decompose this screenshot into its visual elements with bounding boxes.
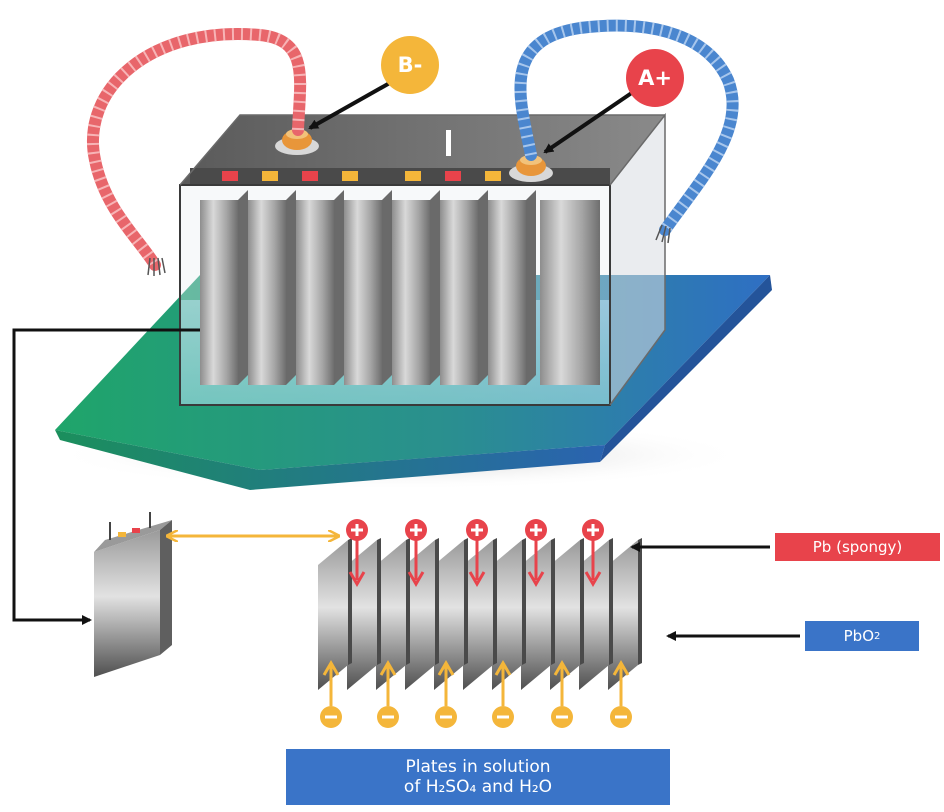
wire-strands-left <box>147 257 166 276</box>
positive-terminal-label: A+ <box>638 66 672 90</box>
spongy-lead-label: Pb (spongy) <box>812 538 903 556</box>
plus-circle-icon <box>346 519 368 587</box>
plate <box>347 538 381 690</box>
battery-plates <box>190 130 610 385</box>
lead-dioxide-subscript: 2 <box>874 630 881 642</box>
plate-set <box>318 538 642 690</box>
plus-circle-icon <box>405 519 427 587</box>
plate <box>608 538 642 690</box>
positive-terminal-badge: A+ <box>626 49 684 107</box>
plate <box>405 538 439 690</box>
plus-circle-icon <box>466 519 488 587</box>
arrow-to-single-plate <box>12 328 200 625</box>
minus-circle-icon <box>551 660 573 728</box>
plus-circle-icon <box>525 519 547 587</box>
minus-circle-icon <box>435 660 457 728</box>
plus-circle-icon <box>582 519 604 587</box>
charge-markers <box>320 519 632 728</box>
plate <box>492 538 526 690</box>
minus-circle-icon <box>377 660 399 728</box>
plate <box>434 538 468 690</box>
plate <box>579 538 613 690</box>
plate <box>376 538 410 690</box>
caption-line-2: of H₂SO₄ and H₂O <box>403 777 553 797</box>
minus-circle-icon <box>492 660 514 728</box>
arrow-to-negative-terminal <box>308 78 396 130</box>
plate <box>318 538 352 690</box>
lead-dioxide-label: PbO <box>843 627 874 645</box>
red-cable <box>87 28 307 271</box>
arrow-to-positive-terminal <box>543 88 638 154</box>
plate <box>463 538 497 690</box>
negative-terminal-badge: B- <box>381 36 439 94</box>
negative-terminal-label: B- <box>397 53 423 77</box>
plate <box>521 538 555 690</box>
plate <box>550 538 584 690</box>
wire-strands-right <box>655 224 671 244</box>
minus-circle-icon <box>320 660 342 728</box>
plates-caption: Plates in solution of H₂SO₄ and H₂O <box>286 749 670 805</box>
spongy-lead-tag: Pb (spongy) <box>775 533 940 561</box>
single-plate <box>94 512 172 677</box>
caption-line-1: Plates in solution <box>405 757 551 777</box>
minus-circle-icon <box>610 660 632 728</box>
